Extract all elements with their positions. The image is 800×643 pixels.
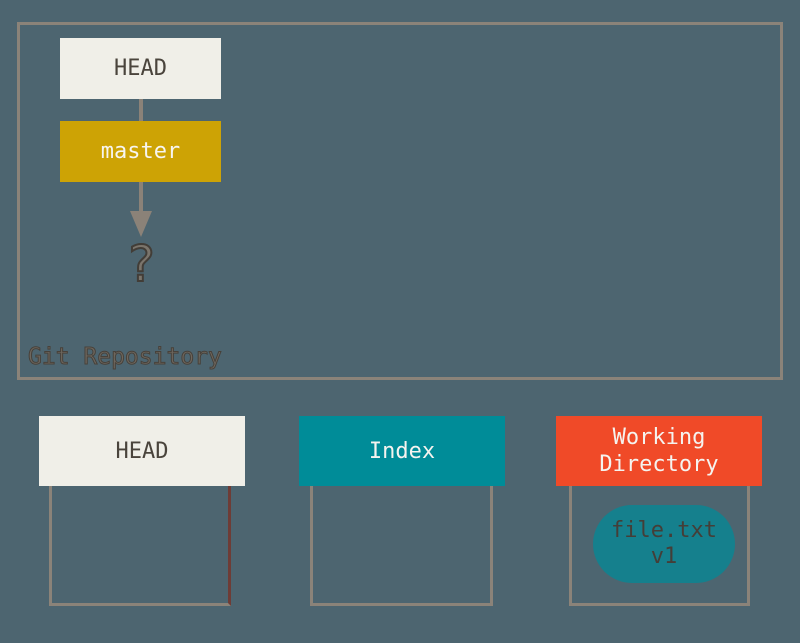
head-ref-box: HEAD bbox=[60, 38, 221, 99]
head-area-box: HEAD bbox=[39, 416, 245, 486]
working-directory-label: Working Directory bbox=[599, 425, 719, 477]
git-repository-frame bbox=[17, 22, 783, 380]
index-area-box: Index bbox=[299, 416, 505, 486]
head-ref-label: HEAD bbox=[114, 56, 167, 81]
head-area-label: HEAD bbox=[115, 438, 169, 464]
head-area-container bbox=[49, 486, 231, 606]
git-repository-label: Git Repository bbox=[28, 344, 223, 371]
head-to-master-connector bbox=[139, 99, 143, 121]
master-arrow-stem bbox=[139, 182, 143, 212]
file-name-label: file.txt bbox=[611, 518, 717, 543]
unknown-commit-question-mark: ? bbox=[125, 235, 157, 293]
master-arrow-head-icon bbox=[130, 211, 152, 237]
master-branch-label: master bbox=[100, 139, 181, 164]
master-branch-box: master bbox=[60, 121, 221, 182]
index-area-container bbox=[310, 486, 493, 606]
file-node: file.txt v1 bbox=[593, 505, 735, 583]
file-version-label: v1 bbox=[650, 544, 678, 569]
working-directory-box: Working Directory bbox=[556, 416, 762, 486]
index-area-label: Index bbox=[368, 438, 436, 464]
working-directory-container bbox=[569, 486, 750, 606]
